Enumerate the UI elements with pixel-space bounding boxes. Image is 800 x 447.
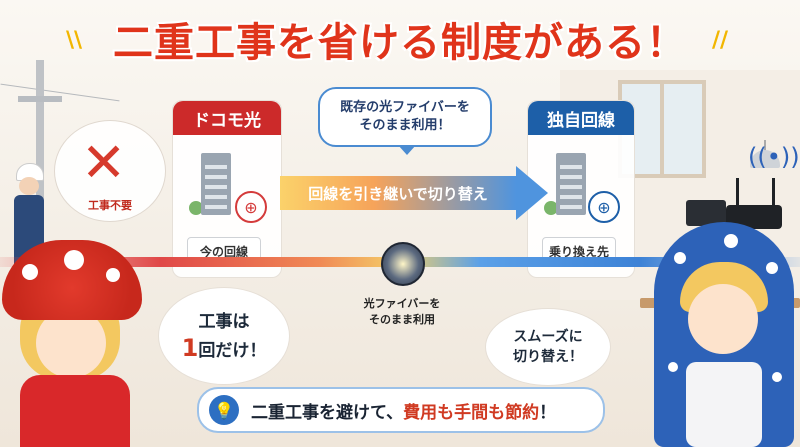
antenna: [736, 178, 739, 208]
hat-dot: [22, 264, 38, 280]
page-title: 二重工事を省ける制度がある！: [113, 20, 687, 66]
mushroom-girl: [0, 240, 170, 447]
hat-dot: [106, 268, 120, 282]
savings-part1: 二重工事を避けて、: [251, 402, 404, 423]
no-work-badge: ✕ 工事不要: [54, 120, 166, 222]
tree-icon: [189, 201, 203, 215]
red-dress: [20, 375, 130, 447]
ceiling-lamp: [750, 150, 780, 168]
speech-left-line1: 工事は: [198, 311, 250, 332]
no-work-label: 工事不要: [88, 199, 132, 212]
smooth-switch-speech: スムーズに 切り替え！: [485, 308, 611, 386]
lamp-cord: [764, 140, 766, 152]
own-line-header: 独自回線: [528, 101, 634, 135]
hood-dot: [766, 262, 778, 274]
globe-icon: ⊕: [588, 191, 620, 223]
once-only-speech: 工事は 1回だけ！: [158, 287, 290, 385]
wifi-icon: ((•)): [748, 143, 800, 171]
reuse-fiber-bubble: 既存の光ファイバーを そのまま利用！: [318, 87, 492, 155]
fiber-note-line2: そのまま利用: [369, 313, 435, 326]
savings-text: 二重工事を避けて、費用も手間も節約！: [251, 398, 556, 423]
mushroom-hat: [2, 240, 142, 320]
reuse-line1: 既存の光ファイバーを: [340, 100, 470, 115]
reuse-line2: そのまま利用！: [359, 118, 451, 133]
building-icon: [556, 153, 586, 215]
switch-arrow-text: 回線を引き継いで切り替え: [308, 184, 488, 203]
docomo-header: ドコモ光: [173, 101, 281, 135]
hat-dot: [64, 250, 84, 270]
hood-dot: [674, 252, 686, 264]
utility-pole: [36, 60, 44, 260]
hooded-girl: [650, 222, 800, 447]
cross-icon: ✕: [81, 131, 127, 194]
fiber-note: 光ファイバーを そのまま利用: [356, 296, 448, 328]
antenna: [772, 178, 775, 208]
savings-highlight: 費用も手間も節約: [403, 402, 540, 423]
worker-face: [19, 177, 39, 195]
hood-dot: [724, 234, 738, 248]
hood-dot: [668, 362, 678, 372]
speech-left-line2: 回だけ！: [198, 340, 267, 361]
speech-left-number: 1: [181, 333, 199, 362]
fiber-note-line1: 光ファイバーを: [363, 297, 441, 310]
white-dress: [686, 362, 762, 447]
speech-right-line2: 切り替え！: [513, 349, 583, 365]
arrow-head: [516, 166, 548, 220]
savings-part2: ！: [539, 402, 557, 423]
laptop-icon: [686, 200, 726, 226]
lightbulb-icon: 💡: [209, 395, 239, 425]
face: [688, 284, 758, 354]
hood-dot: [772, 372, 782, 382]
savings-banner: 💡 二重工事を避けて、費用も手間も節約！: [197, 387, 605, 433]
switch-arrow: 回線を引き継いで切り替え: [280, 176, 516, 210]
building-icon: [201, 153, 231, 215]
docomo-card: ドコモ光 ⊕ 今の回線: [172, 100, 282, 278]
sparkle-icon: \\: [66, 28, 83, 53]
fiber-connector-icon: [381, 242, 425, 286]
sparkle-icon: //: [712, 28, 729, 53]
globe-icon: ⊕: [235, 191, 267, 223]
pole-crossbar: [18, 96, 62, 102]
speech-right-line1: スムーズに: [513, 329, 583, 345]
